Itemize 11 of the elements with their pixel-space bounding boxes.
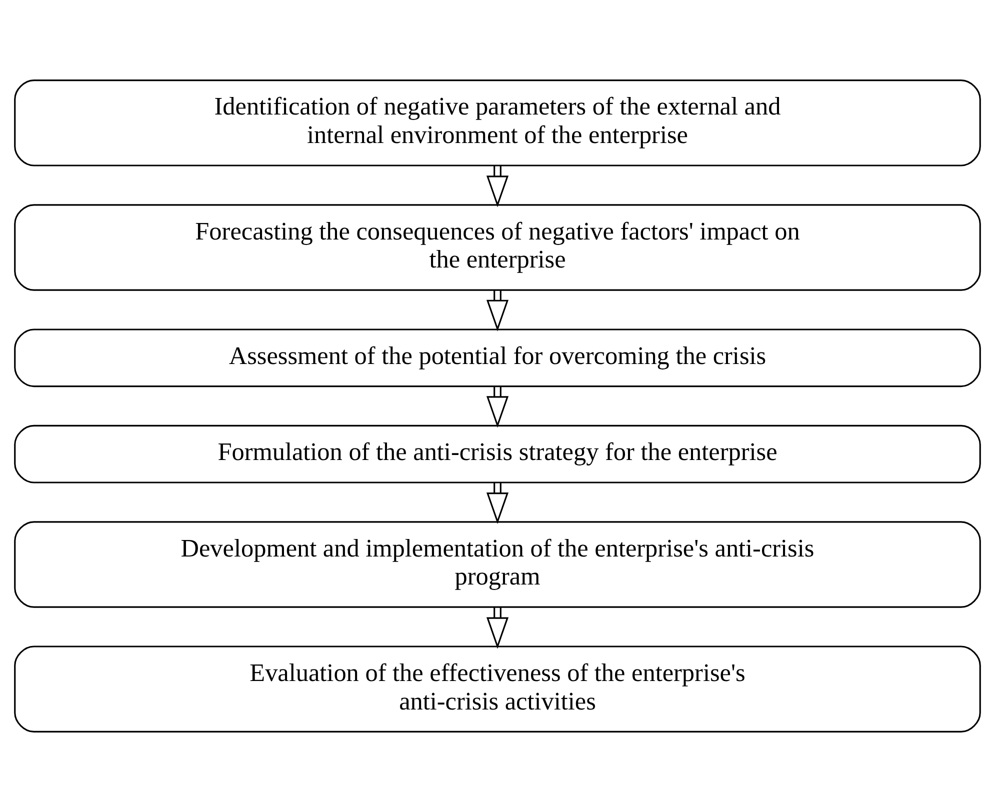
node-box: Forecasting the consequences of negative factors' impact on the enterprise xyxy=(14,204,981,290)
arrow xyxy=(486,290,509,331)
arrow xyxy=(486,606,509,648)
arrow xyxy=(486,165,509,207)
node-box: Identification of negative parameters of the external and internal environment of the enterprise xyxy=(14,79,981,166)
arrow xyxy=(486,482,509,524)
node-box: Evaluation of the effectiveness of the enterprise's anti-crisis activities xyxy=(14,645,981,732)
arrow xyxy=(486,386,509,428)
node-box: Assessment of the potential for overcoming the crisis xyxy=(14,328,981,387)
node-box: Formulation of the anti-crisis strategy for the enterprise xyxy=(14,424,981,483)
node-box: Development and implementation of the enterprise's anti-crisis program xyxy=(14,520,981,608)
